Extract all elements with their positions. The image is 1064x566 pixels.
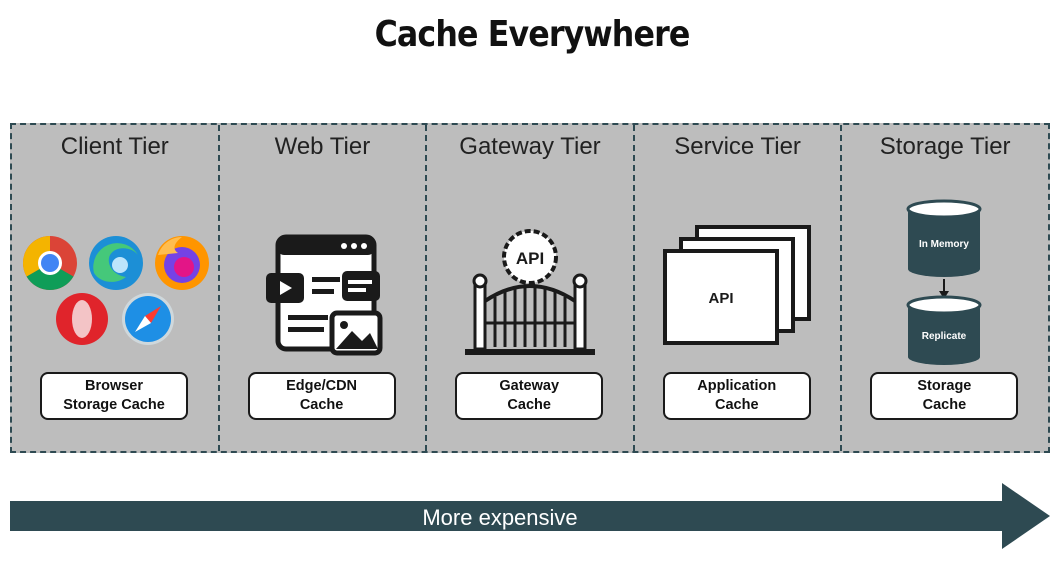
tier-web: Web Tier Edge/CDN Cache <box>220 125 428 451</box>
application-cache-box: Application Cache <box>662 372 811 420</box>
in-memory-db: In Memory <box>906 199 982 277</box>
storage-cache-box: Storage Cache <box>870 372 1019 420</box>
diagram-title: Cache Everywhere <box>374 14 691 55</box>
tier-storage: Storage Tier In Memory Replicate <box>842 125 1048 451</box>
stacked-windows-icon: API <box>635 185 841 365</box>
tier-name: Client Tier <box>60 133 169 160</box>
arrow-label: More expensive <box>422 505 578 530</box>
tier-name: Gateway Tier <box>459 133 601 160</box>
database-icon: In Memory Replicate <box>842 185 1048 365</box>
tier-name: Web Tier <box>274 133 371 160</box>
api-sign-label: API <box>516 249 544 268</box>
tiers-panel: Client Tier <box>10 123 1050 453</box>
opera-icon <box>56 293 108 345</box>
gateway-cache-box: Gateway Cache <box>455 372 604 420</box>
api-gateway-icon: API <box>427 185 633 365</box>
tier-gateway: Gateway Tier API Gateway Cac <box>427 125 635 451</box>
replicate-db: Replicate <box>906 295 982 365</box>
firefox-icon <box>155 236 209 290</box>
safari-icon <box>122 293 174 345</box>
tier-name: Service Tier <box>674 133 801 160</box>
api-window-label: API <box>708 290 733 307</box>
browser-icons <box>12 185 218 365</box>
edge-cdn-cache-box: Edge/CDN Cache <box>247 372 396 420</box>
edge-icon <box>89 236 143 290</box>
tier-name: Storage Tier <box>879 133 1011 160</box>
in-memory-label: In Memory <box>919 239 969 250</box>
cost-arrow <box>10 483 1050 549</box>
chrome-icon <box>22 236 77 291</box>
browser-storage-cache-box: Browser Storage Cache <box>40 372 188 420</box>
web-content-icon <box>220 185 426 365</box>
tier-client: Client Tier <box>12 125 220 451</box>
arrow-shape <box>10 483 1050 549</box>
replicate-label: Replicate <box>922 331 967 342</box>
tier-service: Service Tier API Application Cache <box>635 125 843 451</box>
